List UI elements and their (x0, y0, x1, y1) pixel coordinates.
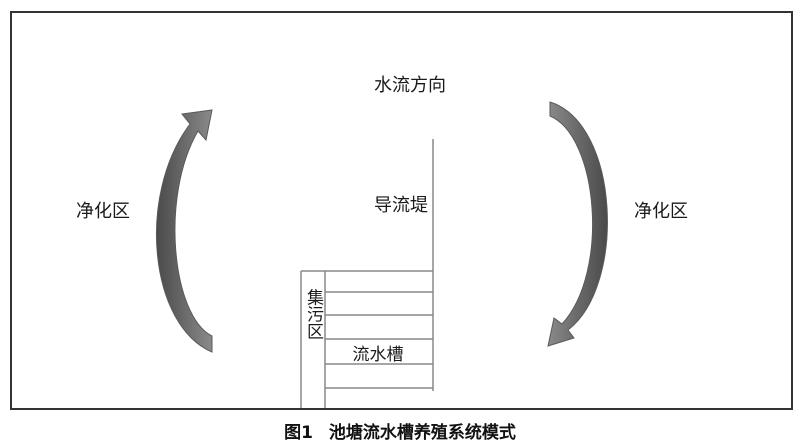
raceway-label: 流水槽 (353, 345, 404, 365)
raceway-structure (300, 270, 433, 408)
right-flow-arrow (547, 101, 608, 347)
flow-direction-label: 水流方向 (374, 75, 446, 96)
left-flow-arrow (155, 109, 213, 353)
figure-title: 池塘流水槽养殖系统模式 (328, 422, 516, 443)
guide-dike-label: 导流堤 (374, 195, 428, 216)
pond-raceway-diagram: 水流方向 净化区 净化区 导流堤 集污区 流水槽 (10, 11, 793, 410)
figure-number: 图1 (284, 422, 313, 443)
figure-caption: 图1 池塘流水槽养殖系统模式 (0, 418, 800, 443)
purification-zone-left-label: 净化区 (76, 201, 130, 222)
sewage-collection-label: 集污区 (303, 288, 324, 339)
purification-zone-right-label: 净化区 (634, 201, 688, 222)
pond-frame (10, 11, 793, 410)
